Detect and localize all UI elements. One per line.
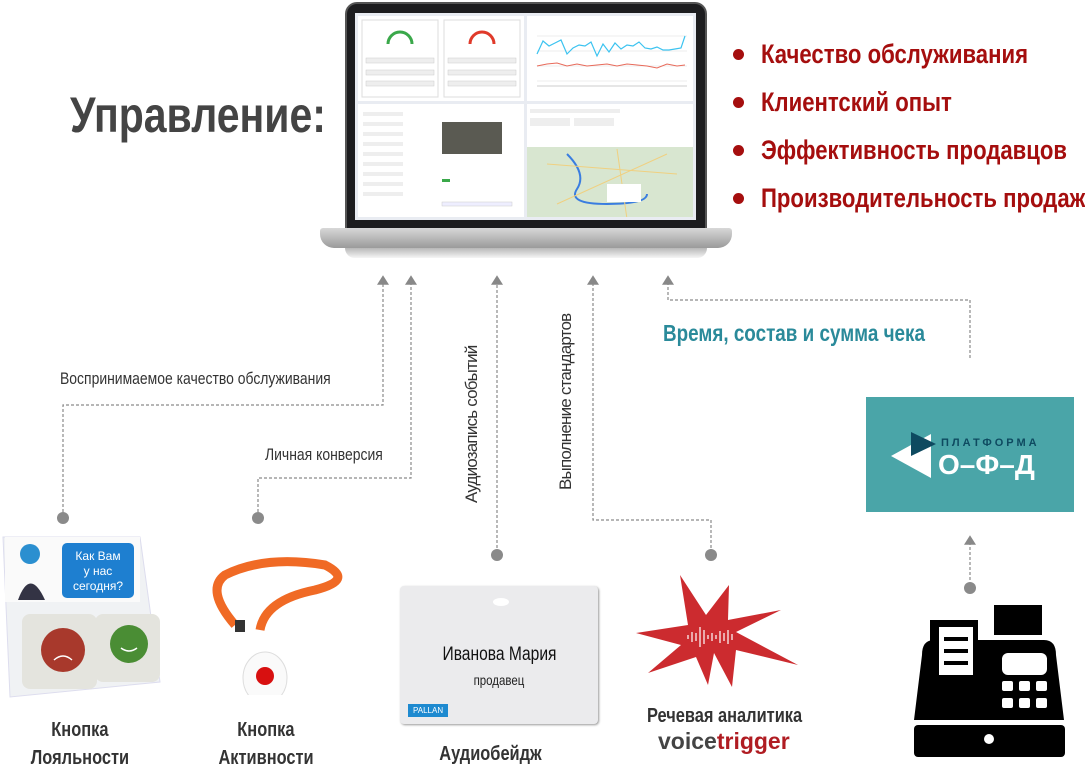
connector-dot xyxy=(705,549,717,561)
badge-hole xyxy=(493,598,509,606)
voicetrigger-logo: voicetrigger xyxy=(658,728,790,754)
line-chart-panel xyxy=(527,16,693,101)
form-panel xyxy=(358,104,524,217)
ofd-logo-mark xyxy=(891,432,936,478)
connector-ofd xyxy=(662,275,971,358)
laptop-base xyxy=(320,228,732,248)
dashboard-screen xyxy=(355,13,696,220)
connector-speech xyxy=(587,275,712,548)
benefit-item: Эффективность продавцов xyxy=(733,126,1085,174)
flow-label-perceived-quality: Воспринимаемое качество обслуживания xyxy=(60,369,331,388)
connector-dot xyxy=(57,512,69,524)
speech-caption: Речевая аналитика xyxy=(647,705,803,727)
page-title: Управление: xyxy=(70,87,326,143)
flow-label-audio: Аудиозапись событий xyxy=(462,345,481,503)
laptop-shadow xyxy=(345,248,707,258)
flow-label-receipt: Время, состав и сумма чека xyxy=(663,320,925,346)
loyalty-screen-text: у нас xyxy=(84,564,113,578)
connector-loyalty xyxy=(62,275,389,512)
connector-dot xyxy=(252,512,264,524)
flow-label-standards: Выполнение стандартов xyxy=(556,313,575,490)
audio-badge-image: Иванова Мария продавец PALLAN xyxy=(400,586,598,724)
ofd-bottom-text: О–Ф–Д xyxy=(938,449,1035,480)
activity-button-image xyxy=(212,557,343,695)
loyalty-screen-text: Как Вам xyxy=(75,549,120,563)
loyalty-button-image: Как Вам у нас сегодня? xyxy=(2,536,161,698)
benefit-item: Клиентский опыт xyxy=(733,78,1085,126)
ofd-platform-logo: ПЛАТФОРМА О–Ф–Д xyxy=(866,397,1074,512)
flow-label-personal-conversion: Личная конверсия xyxy=(265,445,383,464)
badge-caption: Аудиобейдж xyxy=(438,743,542,765)
gauges-panel xyxy=(358,16,524,101)
benefit-item: Производительность продаж xyxy=(733,174,1085,222)
badge-role: продавец xyxy=(473,672,525,688)
map-panel xyxy=(527,104,693,217)
badge-logo: PALLAN xyxy=(408,704,449,717)
benefit-item: Качество обслуживания xyxy=(733,30,1085,78)
loyalty-screen-text: сегодня? xyxy=(73,579,123,593)
ofd-top-text: ПЛАТФОРМА xyxy=(941,437,1040,449)
speech-burst-icon xyxy=(636,575,798,687)
cash-register-icon xyxy=(914,605,1065,757)
connector-dot xyxy=(491,549,503,561)
connector-activity xyxy=(257,275,417,512)
connector-dot xyxy=(964,582,976,594)
benefits-list: Качество обслуживания Клиентский опыт Эф… xyxy=(733,30,1085,222)
badge-name: Иванова Мария xyxy=(442,644,556,665)
